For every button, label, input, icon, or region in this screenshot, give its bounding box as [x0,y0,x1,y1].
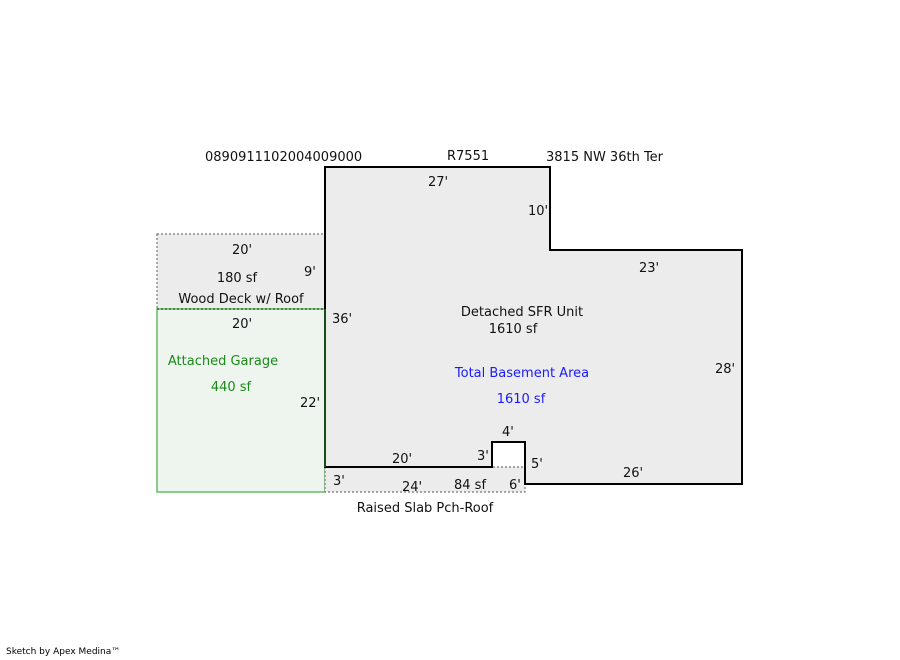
dim-garage-side: 22' [300,396,320,411]
dim-step-right: 5' [531,457,543,472]
main-unit-label: Detached SFR Unit [461,305,583,320]
dim-main-notch: 10' [528,204,548,219]
dim-step-left: 3' [477,449,489,464]
attached-garage-area [156,308,326,493]
dim-porch-right: 6' [509,478,521,493]
raised-slab-porch-area [324,466,526,493]
wood-deck-area [156,233,326,310]
basement-label: Total Basement Area [454,366,589,381]
dim-main-left: 36' [332,312,352,327]
dim-deck-top: 20' [232,243,252,258]
porch-area: 84 sf [454,478,486,493]
dim-main-top: 27' [428,175,448,190]
main-unit-area: 1610 sf [489,322,538,337]
basement-area: 1610 sf [497,392,546,407]
parcel-id: 0890911102004009000 [205,150,362,165]
dim-porch-left: 3' [333,474,345,489]
dim-porch-bottom: 24' [402,480,422,495]
dim-garage-top: 20' [232,317,252,332]
dim-step-top: 4' [502,425,514,440]
address: 3815 NW 36th Ter [546,150,664,165]
dim-main-right-top: 23' [639,261,659,276]
account-number: R7551 [447,149,489,164]
detached-sfr-unit-area [324,166,743,485]
porch-label: Raised Slab Pch-Roof [357,501,494,516]
garage-area: 440 sf [211,380,252,395]
deck-area: 180 sf [217,271,258,286]
dim-main-bottom-left: 20' [392,452,412,467]
dim-main-bottom-right: 26' [623,466,643,481]
sketch-credit: Sketch by Apex Medina™ [6,647,121,657]
deck-label: Wood Deck w/ Roof [178,292,304,307]
garage-label: Attached Garage [168,354,278,369]
dim-deck-side: 9' [304,265,316,280]
dim-main-right: 28' [715,362,735,377]
